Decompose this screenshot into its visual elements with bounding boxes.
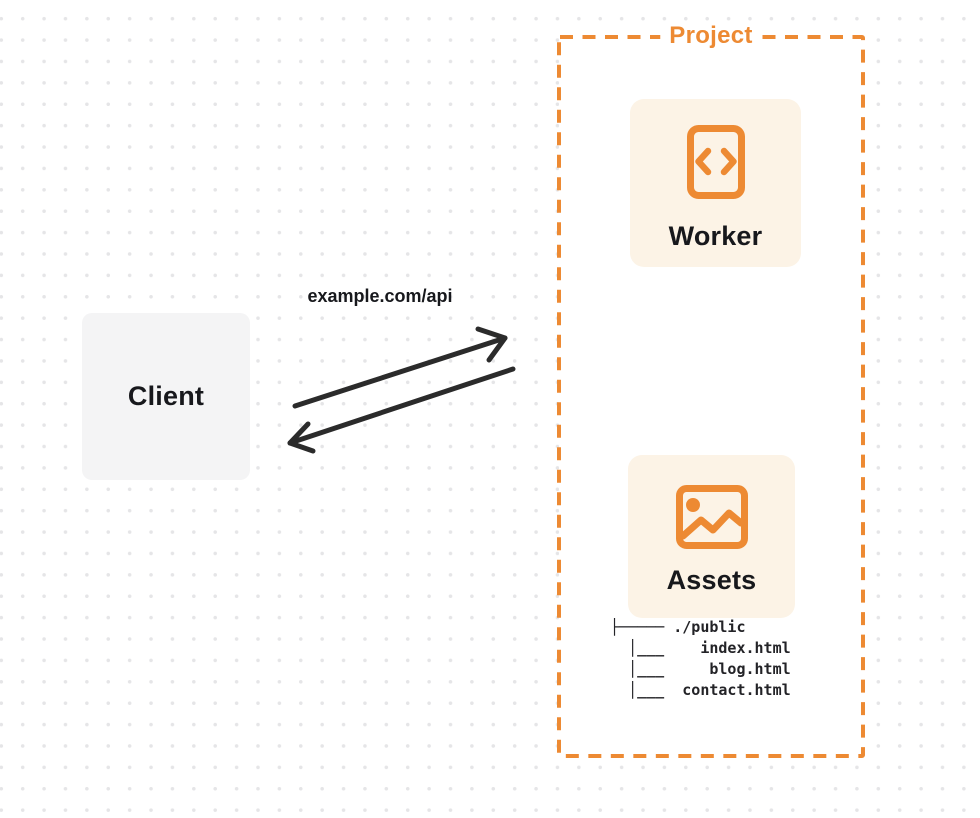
worker-label: Worker — [668, 221, 763, 251]
worker-node: Worker — [630, 99, 801, 267]
file-tree: ├───── ./public │___ index.html │___ blo… — [610, 618, 791, 699]
response-arrow — [287, 366, 516, 454]
image-icon — [675, 485, 748, 549]
client-label: Client — [127, 381, 205, 411]
request-url-label: example.com/api — [307, 286, 453, 306]
project-label: Project — [660, 22, 762, 50]
assets-node: Assets — [628, 455, 795, 618]
request-arrow — [292, 326, 508, 409]
client-node: Client — [82, 313, 250, 480]
project-group: Project Worker Assets ├───── ./public │_… — [557, 22, 865, 758]
code-document-icon — [686, 125, 745, 199]
assets-label: Assets — [666, 565, 757, 595]
